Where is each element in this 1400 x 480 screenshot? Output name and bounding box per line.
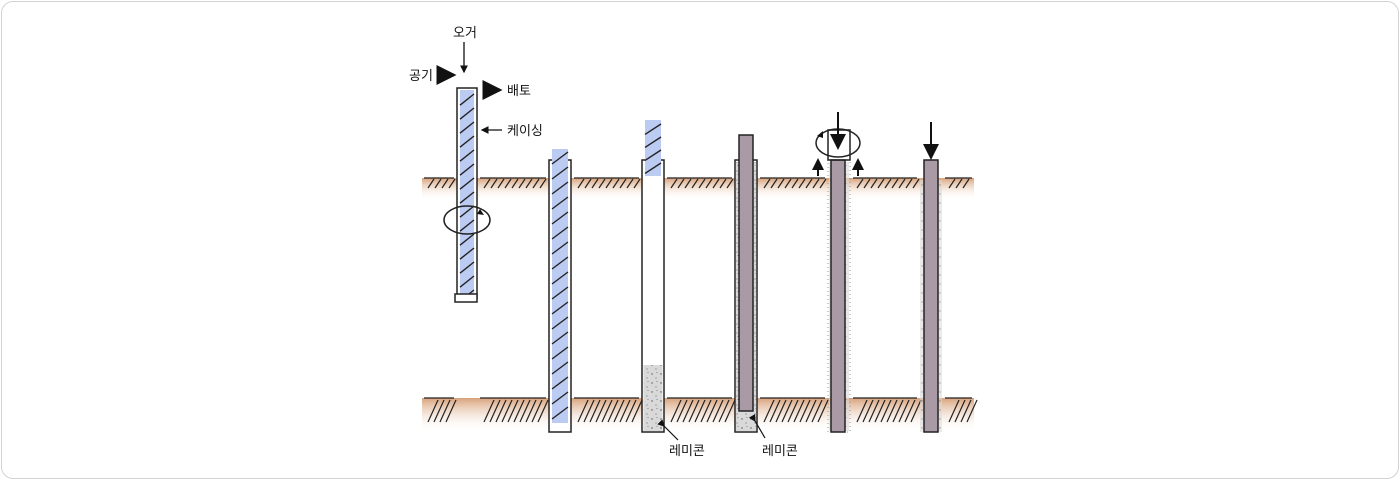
step-1-drilling — [443, 87, 491, 303]
step-2-full-depth — [548, 149, 572, 433]
label-spoil: 배토 — [507, 84, 531, 99]
label-concrete-1: 레미콘 — [669, 444, 705, 459]
step-6-completed-pile — [920, 122, 942, 433]
label-casing: 케이싱 — [507, 124, 543, 139]
ground-surface — [422, 177, 974, 200]
label-auger: 오거 — [453, 26, 477, 41]
step-4-pile-insertion — [734, 134, 766, 439]
bearing-layer — [422, 397, 978, 432]
label-concrete-2: 레미콘 — [762, 444, 798, 459]
step-3-concrete — [641, 120, 679, 441]
label-air: 공기 — [409, 69, 433, 84]
step-5-casing-extraction — [812, 112, 864, 433]
